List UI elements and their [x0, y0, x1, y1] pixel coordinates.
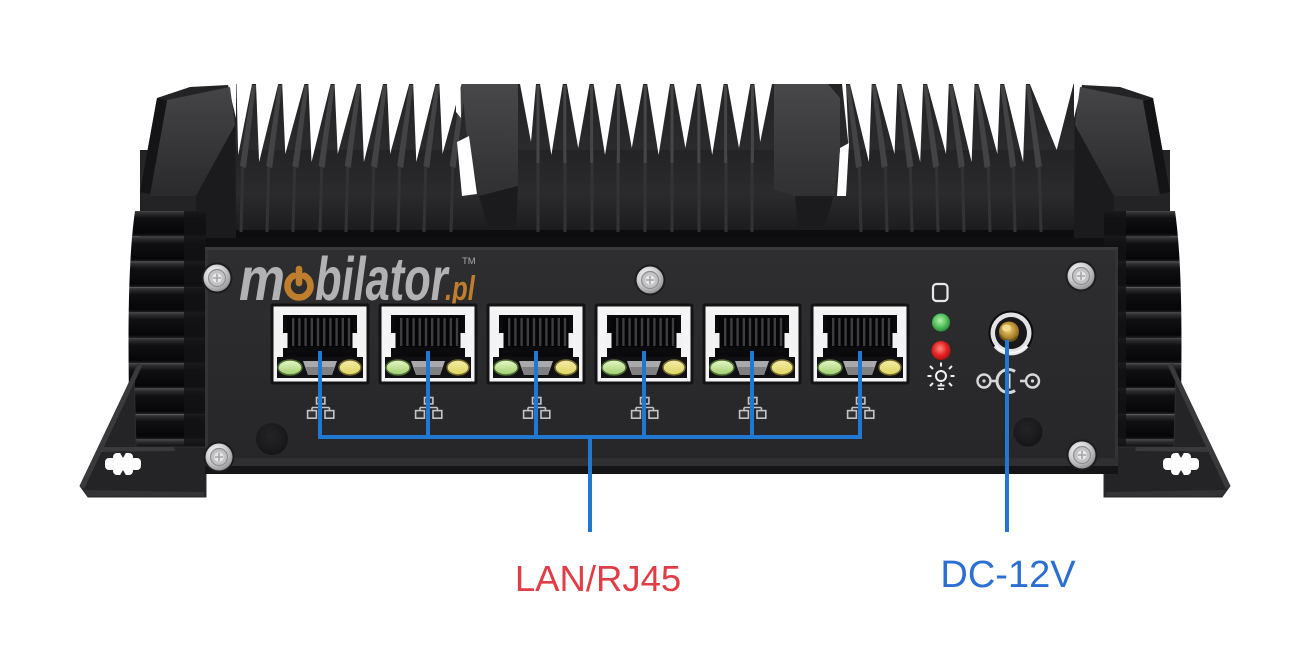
svg-text:DC-12V: DC-12V	[940, 554, 1076, 596]
svg-text:TM: TM	[462, 256, 476, 267]
svg-text:bilator: bilator	[315, 246, 450, 314]
svg-text:LAN/RJ45: LAN/RJ45	[515, 558, 681, 599]
svg-text:.pl: .pl	[445, 271, 475, 308]
svg-text:m: m	[239, 245, 285, 313]
